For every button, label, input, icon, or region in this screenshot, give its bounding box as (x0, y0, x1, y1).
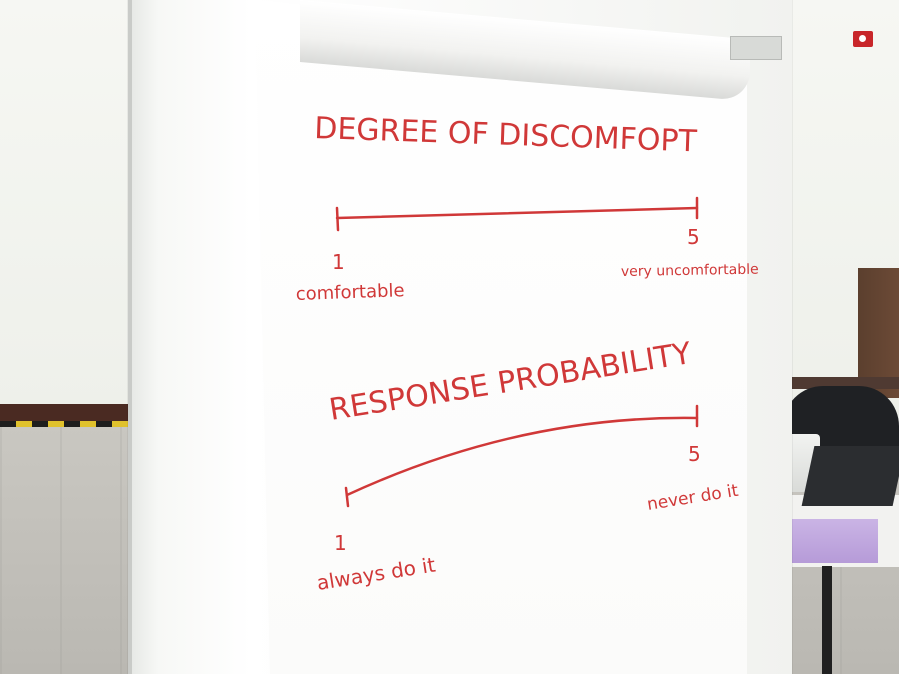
scale-1-max-value: 5 (687, 225, 700, 249)
flipchart-paper (255, 0, 747, 674)
scale-1-min-label: comfortable (295, 280, 404, 305)
table-leg (822, 566, 832, 674)
wood-panel (858, 268, 899, 398)
easel-clip (730, 36, 782, 60)
scale-2-max-label: never do it (646, 481, 740, 515)
scale-1-line (335, 206, 699, 220)
scale-1-left-tick (335, 206, 340, 232)
scale-2-title: RESPONSE PROBABILITY (327, 336, 694, 428)
baseboard (0, 404, 150, 422)
scale-2-min-label: always do it (315, 552, 437, 594)
fire-alarm-icon (853, 31, 873, 47)
scale-2-max-value: 5 (688, 442, 701, 466)
hazard-tape (0, 421, 150, 427)
scale-1-title: DEGREE OF DISCOMFOPT (314, 111, 698, 159)
scale-1-max-label: very uncomfortable (621, 262, 759, 280)
paper-stack (778, 519, 878, 563)
scale-1-min-value: 1 (332, 250, 345, 274)
scale-2-line (345, 416, 699, 497)
scale-2-left-tick (344, 486, 350, 508)
scale-2-min-value: 1 (334, 531, 347, 555)
